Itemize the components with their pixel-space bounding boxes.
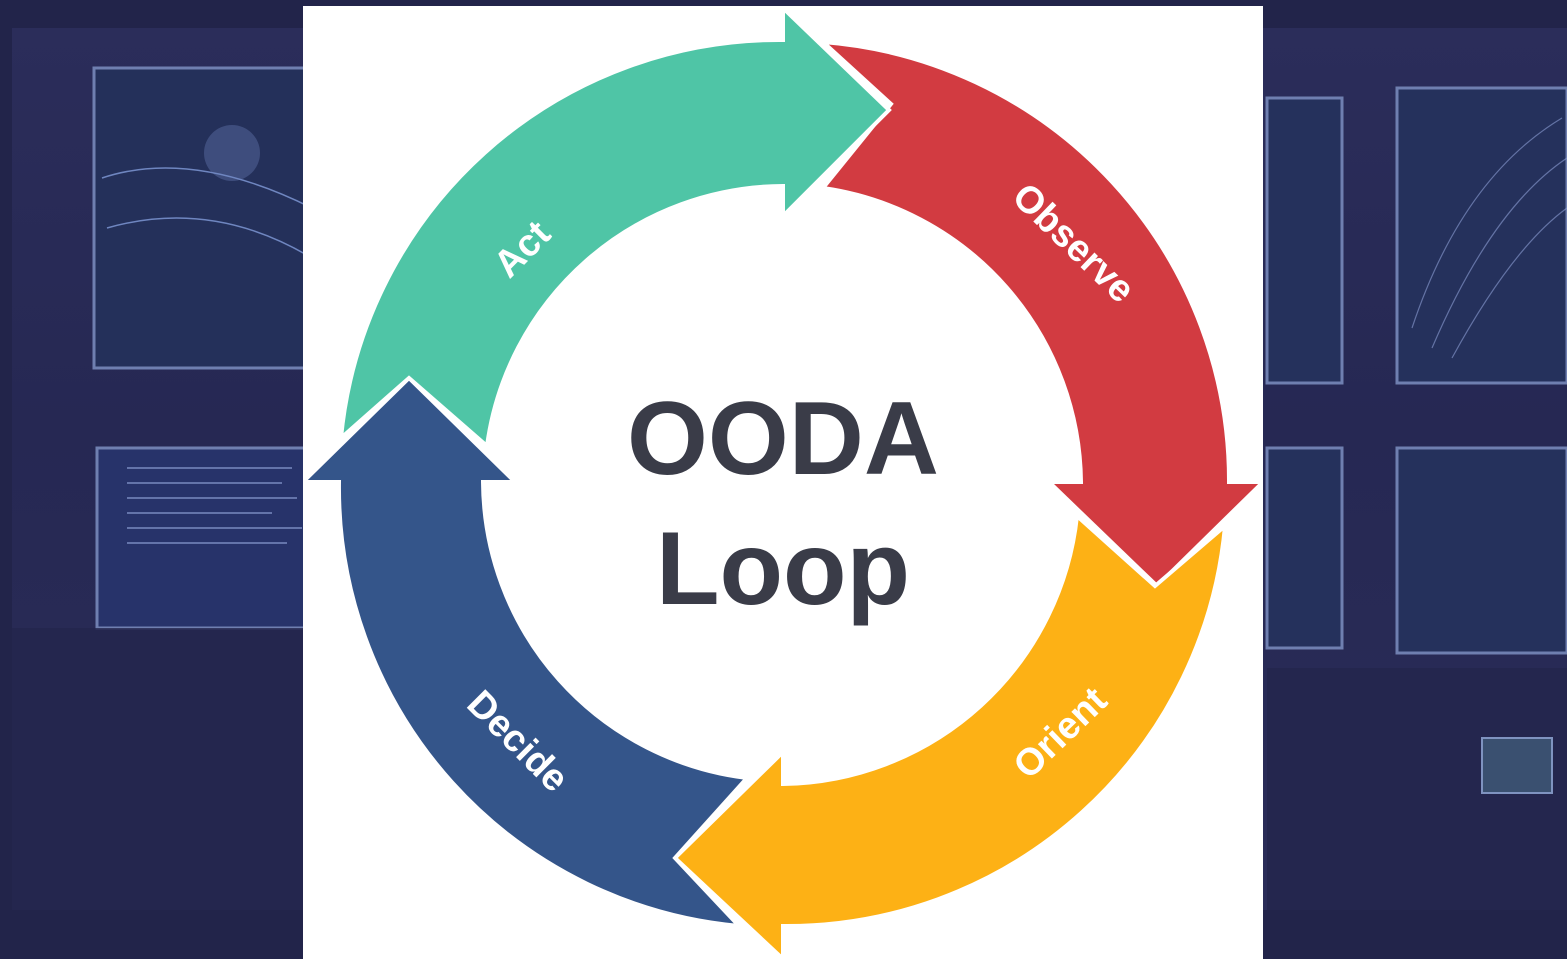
ooda-loop-diagram: Observe Orient Decide Act OODA Loop <box>303 6 1263 959</box>
center-title-line-2: Loop <box>656 511 910 627</box>
observe-arrow <box>817 39 1263 589</box>
orient-arrow <box>672 511 1228 959</box>
ooda-diagram-panel: Observe Orient Decide Act OODA Loop <box>303 6 1263 959</box>
decide-arrow <box>303 375 752 929</box>
act-arrow <box>338 6 892 450</box>
center-title-line-1: OODA <box>627 381 939 497</box>
